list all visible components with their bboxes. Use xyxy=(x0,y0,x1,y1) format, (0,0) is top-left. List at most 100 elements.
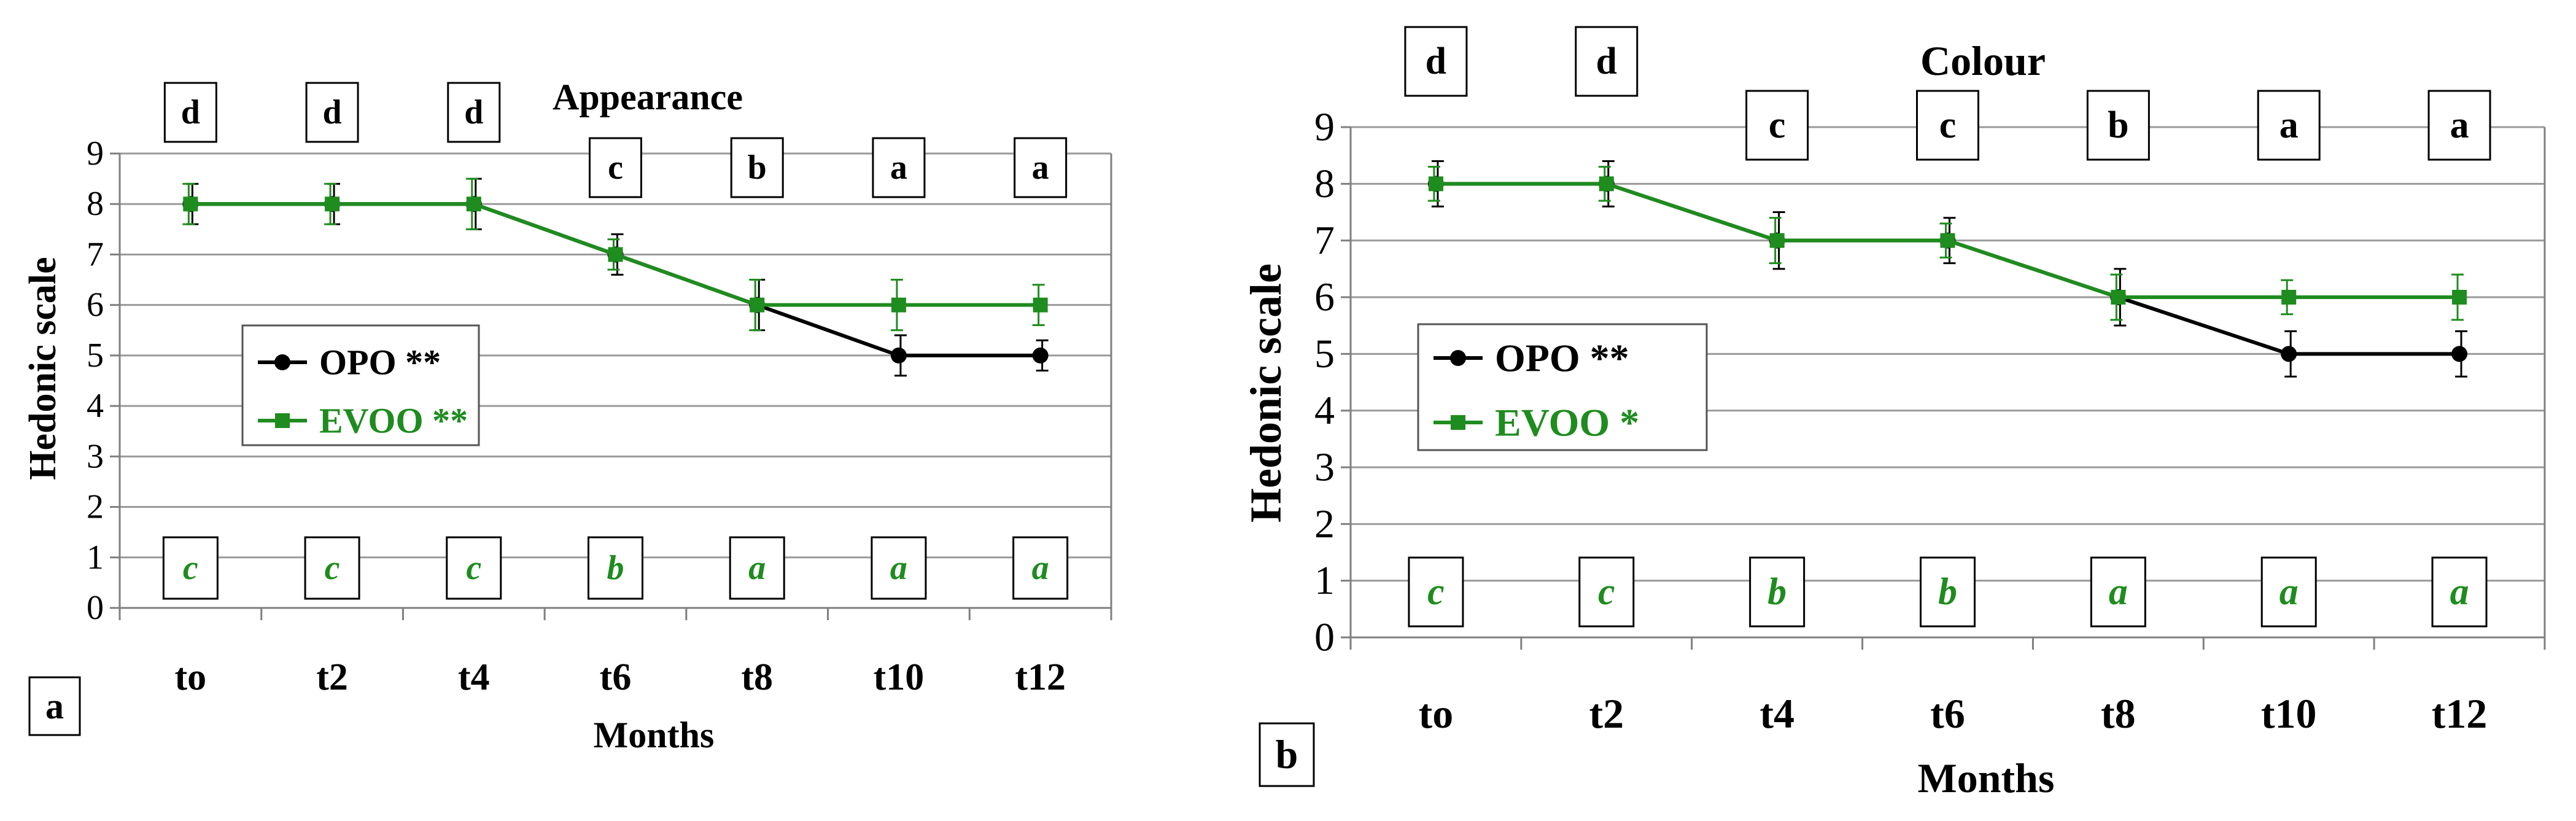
evoo-letter: a xyxy=(2109,571,2128,613)
y-tick-label: 0 xyxy=(1314,615,1335,660)
evoo-letter: a xyxy=(2279,571,2299,613)
opo-letter-box xyxy=(447,82,501,143)
opo-point xyxy=(2451,346,2468,362)
y-tick-label: 3 xyxy=(1314,445,1335,490)
opo-letter-box xyxy=(2427,90,2491,161)
opo-letter-box xyxy=(589,137,642,198)
opo-letter: d xyxy=(181,93,200,131)
x-tick-label: t10 xyxy=(2261,690,2317,737)
opo-letter-box xyxy=(1014,137,1068,198)
opo-letter: a xyxy=(2450,104,2469,146)
y-tick-label: 7 xyxy=(1314,218,1335,263)
x-tick-label: t2 xyxy=(316,656,348,698)
opo-letter: b xyxy=(748,149,767,187)
evoo-point xyxy=(1428,176,1443,192)
y-tick-label: 4 xyxy=(87,387,104,425)
y-tick-label: 9 xyxy=(87,134,104,173)
x-tick-label: t6 xyxy=(1930,690,1965,737)
evoo-letter: c xyxy=(183,549,198,587)
evoo-letter: a xyxy=(748,549,766,587)
opo-point xyxy=(1032,347,1049,364)
evoo-point xyxy=(2111,290,2126,305)
y-tick-label: 8 xyxy=(87,185,104,223)
legend-label-opo: OPO ** xyxy=(1495,337,1629,380)
evoo-point xyxy=(325,196,340,212)
x-tick-label: t12 xyxy=(2432,690,2488,737)
x-tick-label: t6 xyxy=(600,656,632,698)
opo-letter-box xyxy=(163,82,217,143)
opo-letter-box xyxy=(730,137,784,198)
legend-marker-evoo xyxy=(1451,415,1465,430)
y-tick-label: 7 xyxy=(87,235,104,273)
y-tick-label: 6 xyxy=(1314,275,1335,320)
x-axis-label: Months xyxy=(1918,755,2055,801)
evoo-point xyxy=(1033,297,1048,313)
evoo-letter: b xyxy=(607,549,624,587)
evoo-letter: b xyxy=(1767,571,1787,613)
panel-label-box xyxy=(28,676,81,736)
x-tick-label: t12 xyxy=(1015,656,1066,698)
x-tick-label: t8 xyxy=(2101,690,2136,737)
opo-letter-box xyxy=(2086,90,2150,161)
y-tick-label: 9 xyxy=(1314,105,1335,150)
chart-title: Appearance xyxy=(553,77,743,117)
opo-letter: a xyxy=(890,149,907,187)
y-tick-label: 0 xyxy=(87,589,104,627)
y-tick-label: 2 xyxy=(87,488,104,526)
x-tick-label: t4 xyxy=(1759,690,1794,737)
opo-point xyxy=(2281,346,2297,362)
evoo-letter: a xyxy=(890,549,907,587)
evoo-letter: c xyxy=(1427,571,1445,613)
opo-letter-box xyxy=(1575,26,1639,97)
legend-label-opo: OPO ** xyxy=(319,343,441,383)
y-tick-label: 3 xyxy=(87,437,104,475)
y-tick-label: 6 xyxy=(87,286,104,324)
evoo-point xyxy=(1769,233,1785,248)
opo-letter-box xyxy=(872,137,926,198)
evoo-letter-box xyxy=(2431,556,2488,628)
opo-point xyxy=(890,347,907,364)
evoo-letter-box xyxy=(1012,536,1069,600)
panel-label: a xyxy=(45,686,64,726)
evoo-point xyxy=(1940,233,1955,248)
x-tick-label: to xyxy=(175,656,207,698)
evoo-point xyxy=(891,297,906,313)
x-tick-label: t10 xyxy=(874,656,925,698)
opo-letter-box xyxy=(1404,26,1468,97)
evoo-point xyxy=(466,196,481,212)
opo-letter: a xyxy=(1032,149,1049,187)
evoo-letter-box xyxy=(446,536,502,600)
y-tick-label: 4 xyxy=(1314,388,1335,433)
evoo-letter-box xyxy=(2260,556,2317,628)
legend-marker-opo xyxy=(274,354,290,370)
evoo-point xyxy=(750,297,765,313)
opo-letter-box xyxy=(305,82,359,143)
legend-box xyxy=(1417,323,1708,451)
opo-letter: c xyxy=(1769,104,1786,146)
evoo-letter-box xyxy=(1749,556,1806,628)
evoo-letter-box xyxy=(162,536,219,600)
opo-letter-box xyxy=(1745,90,1809,161)
evoo-letter: b xyxy=(1938,571,1957,613)
panel-label-box xyxy=(1259,722,1315,787)
opo-letter: a xyxy=(2279,104,2299,146)
evoo-letter: a xyxy=(1032,549,1049,587)
opo-letter: d xyxy=(322,93,341,131)
evoo-point xyxy=(183,196,198,212)
evoo-point xyxy=(608,247,623,262)
legend-label-evoo: EVOO * xyxy=(1495,401,1639,445)
x-tick-label: t8 xyxy=(741,656,773,698)
opo-letter-box xyxy=(1916,90,1979,161)
y-tick-label: 8 xyxy=(1314,161,1335,206)
evoo-letter-box xyxy=(1408,556,1464,628)
evoo-letter: c xyxy=(1598,571,1615,613)
evoo-point xyxy=(2281,290,2297,305)
y-tick-label: 2 xyxy=(1314,502,1335,547)
evoo-letter-box xyxy=(871,536,927,600)
x-axis-label: Months xyxy=(594,715,715,755)
x-tick-label: t2 xyxy=(1589,690,1624,737)
opo-letter: b xyxy=(2108,104,2128,146)
legend-marker-opo xyxy=(1450,350,1466,366)
